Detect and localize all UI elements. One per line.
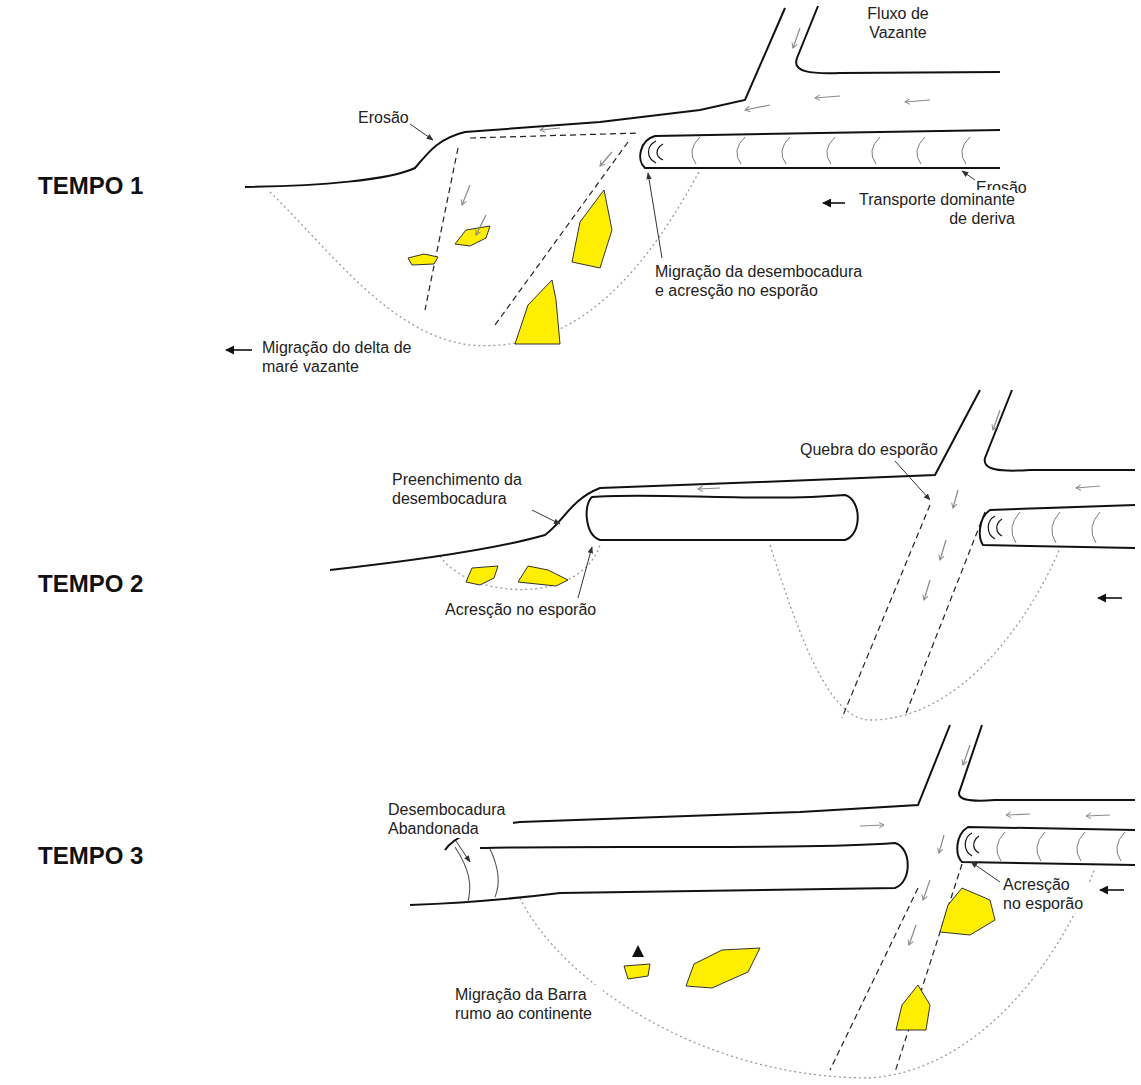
ridge-line	[1052, 512, 1060, 543]
shoal	[624, 964, 650, 979]
annotation-label: Migração do delta de maré vazante	[262, 338, 422, 376]
mainland-shore	[245, 8, 785, 187]
channel-margin	[842, 505, 930, 718]
annotation-label: Transporte dominante de deriva	[845, 190, 1015, 228]
delta-outline	[520, 868, 1095, 1078]
stage-2-drawing	[330, 390, 1135, 720]
shoal	[572, 190, 612, 268]
leader-line	[895, 461, 930, 500]
shoal	[896, 985, 930, 1030]
ridge-line	[1037, 832, 1045, 861]
barrier-spit	[980, 505, 1135, 548]
leader-line	[962, 171, 975, 180]
stage-title: TEMPO 3	[38, 842, 143, 871]
annotation-label: Preenchimento da desembocadura	[392, 470, 542, 508]
spit-hook	[649, 141, 664, 163]
channel-margin	[905, 512, 985, 716]
channel-margin	[895, 864, 962, 1072]
channel-margin	[470, 133, 640, 138]
shoal	[518, 566, 568, 586]
bar-migration-arrow	[632, 945, 644, 957]
annotation-label: Migração da Barra rumo ao continente	[455, 985, 603, 1023]
leader-line	[578, 547, 592, 598]
shoal	[408, 254, 438, 265]
leader-line	[532, 510, 560, 524]
river-bank	[959, 725, 1135, 801]
stage-3-drawing	[410, 725, 1135, 1078]
drift-arrow	[823, 202, 845, 204]
barrier-spit	[957, 827, 1135, 865]
annotation-label: Desembocadura Abandonada	[388, 800, 513, 838]
channel-margin	[495, 142, 628, 325]
ridge-line	[1012, 512, 1020, 543]
annotation-label: Erosão	[358, 108, 409, 127]
annotation-label: Quebra do esporão	[800, 440, 938, 459]
shoal	[466, 566, 498, 585]
delta-outline	[270, 170, 700, 346]
drift-arrow	[1100, 889, 1124, 891]
recurved-ridges	[1012, 512, 1100, 543]
stage-title: TEMPO 2	[38, 570, 143, 599]
ridge-line	[1117, 832, 1125, 861]
barrier-segment	[410, 843, 908, 905]
ridge-line	[827, 137, 835, 164]
ridge-line	[872, 137, 880, 164]
leader-line	[456, 841, 470, 862]
barrier-spit	[640, 130, 1000, 168]
delta-outline	[770, 545, 1060, 720]
ridge-line	[997, 832, 1005, 861]
migration-arrow	[226, 349, 252, 351]
shoal	[686, 948, 760, 988]
leader-line	[971, 862, 1000, 882]
channel-margin	[425, 148, 458, 310]
leader-line	[410, 124, 433, 140]
ridge-line	[692, 137, 700, 164]
flow-arrows	[698, 410, 1100, 600]
ridge-line	[962, 137, 970, 164]
ridge-line	[917, 137, 925, 164]
spit-hook	[965, 833, 979, 856]
drift-arrow	[1098, 597, 1122, 599]
ridge-line	[1092, 512, 1100, 543]
leader-line	[648, 173, 662, 258]
ridge-line	[737, 137, 745, 164]
annotation-label: Acresção no esporão	[445, 600, 596, 619]
barrier-segment	[587, 495, 858, 540]
flow-arrows	[860, 745, 1110, 945]
recurved-ridges	[692, 137, 970, 164]
flow-label: Fluxo de Vazante	[862, 4, 934, 42]
stage-title: TEMPO 1	[38, 172, 143, 201]
spit-hook	[988, 516, 1002, 539]
recurved-ridges	[997, 832, 1125, 861]
ridge-line	[1077, 832, 1085, 861]
mainland-shore	[445, 725, 950, 850]
stage-1-drawing	[226, 6, 1000, 350]
shoal	[940, 888, 995, 935]
abandoned-inlet	[455, 847, 498, 902]
ridge-line	[782, 137, 790, 164]
shoal	[515, 280, 560, 344]
river-bank	[985, 390, 1135, 471]
annotation-label: Migração da desembocadura e acresção no …	[655, 262, 869, 300]
shoal	[455, 226, 490, 246]
channel-margin	[830, 888, 918, 1070]
mainland-shore	[330, 390, 980, 570]
annotation-label: Acresção no esporão	[1003, 875, 1089, 913]
